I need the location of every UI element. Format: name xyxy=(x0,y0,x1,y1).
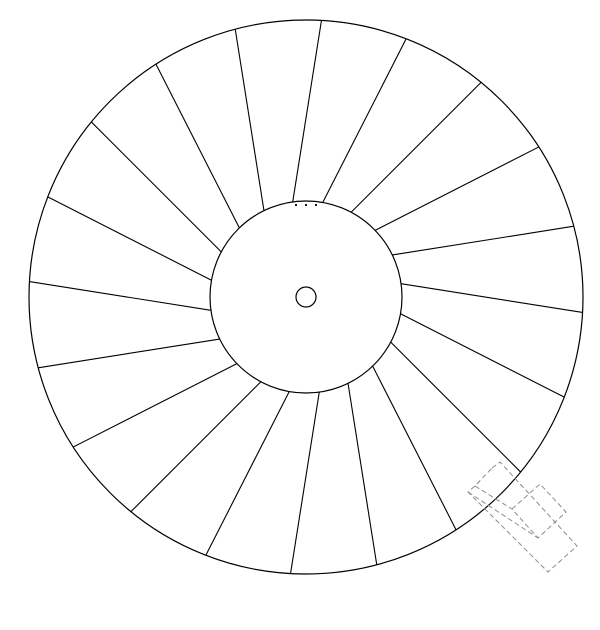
sector-divider-14 xyxy=(130,381,262,513)
sector-divider-4 xyxy=(350,81,482,213)
sector-divider-20 xyxy=(155,63,240,229)
detached-slot-piece xyxy=(467,461,578,573)
sector-divider-7 xyxy=(400,283,583,314)
sector-divider-15 xyxy=(72,363,238,448)
sector-divider-5 xyxy=(374,146,540,231)
sector-divider-10 xyxy=(372,365,457,531)
slot-piece-inner xyxy=(511,483,567,539)
sector-divider-16 xyxy=(38,338,220,369)
sector-divider-12 xyxy=(289,391,320,574)
sector-divider-1 xyxy=(234,29,265,211)
sector-divider-6 xyxy=(392,225,574,256)
slot-guide-upper xyxy=(474,485,513,510)
sector-dividers xyxy=(29,20,583,574)
sector-divider-11 xyxy=(347,383,378,565)
marker-dot-2 xyxy=(304,203,308,207)
sector-divider-3 xyxy=(322,38,407,203)
sector-divider-8 xyxy=(400,313,565,398)
slot-guide-lower xyxy=(467,491,539,539)
sector-divider-9 xyxy=(390,341,522,473)
outer-rim xyxy=(28,19,584,575)
sector-divider-17 xyxy=(29,280,212,311)
sector-divider-2 xyxy=(292,20,323,203)
marker-dot-1 xyxy=(294,203,298,207)
sector-divider-19 xyxy=(90,121,222,253)
center-hole xyxy=(295,286,317,308)
marker-dots xyxy=(294,203,318,207)
sector-divider-13 xyxy=(205,391,290,556)
slot-piece-outline xyxy=(467,461,578,573)
sector-divider-18 xyxy=(47,196,212,281)
marker-dot-3 xyxy=(314,203,318,207)
